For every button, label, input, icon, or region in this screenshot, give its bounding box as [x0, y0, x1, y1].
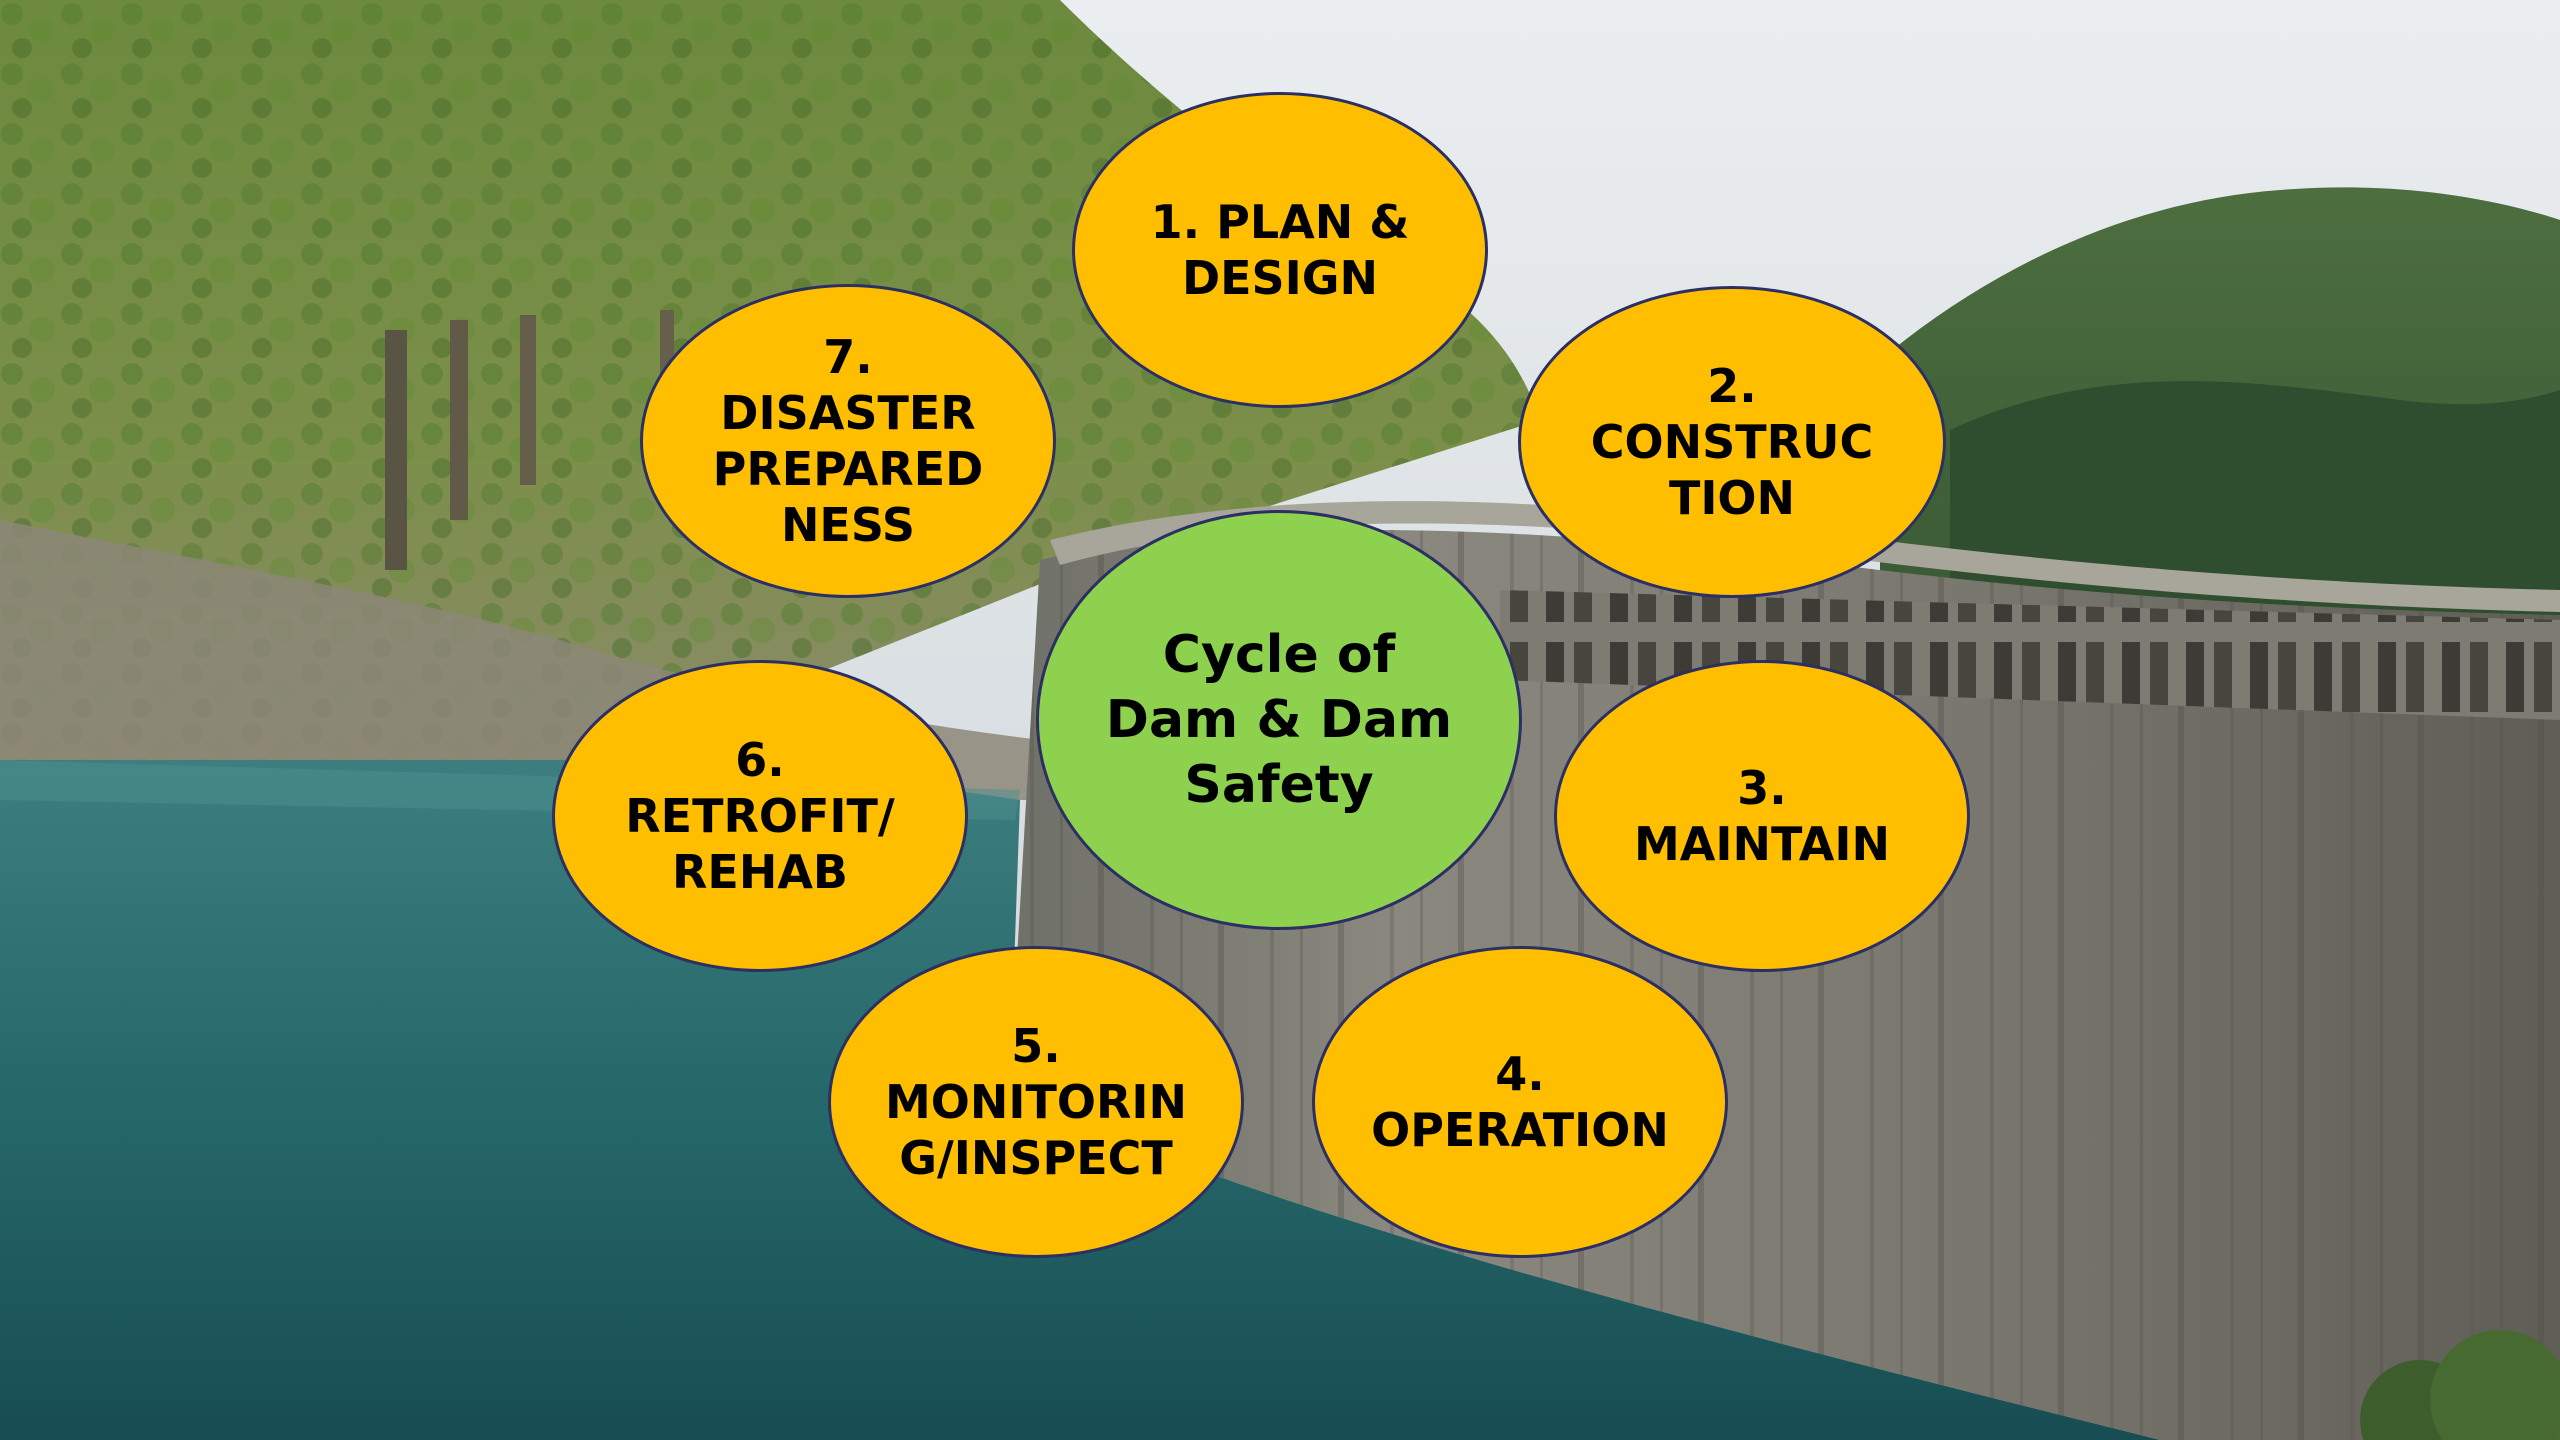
step-2-construction: 2. CONSTRUC TION — [1518, 286, 1946, 598]
step-6-retrofit-rehab: 6. RETROFIT/ REHAB — [552, 660, 968, 972]
step-1-plan-design: 1. PLAN & DESIGN — [1072, 92, 1488, 408]
center-cycle-circle: Cycle of Dam & Dam Safety — [1036, 510, 1522, 930]
step-5-monitoring-inspect: 5. MONITORIN G/INSPECT — [828, 946, 1244, 1258]
step-7-disaster-preparedness: 7. DISASTER PREPARED NESS — [640, 284, 1056, 598]
step-3-maintain: 3. MAINTAIN — [1554, 660, 1970, 972]
step-4-operation: 4. OPERATION — [1312, 946, 1728, 1258]
